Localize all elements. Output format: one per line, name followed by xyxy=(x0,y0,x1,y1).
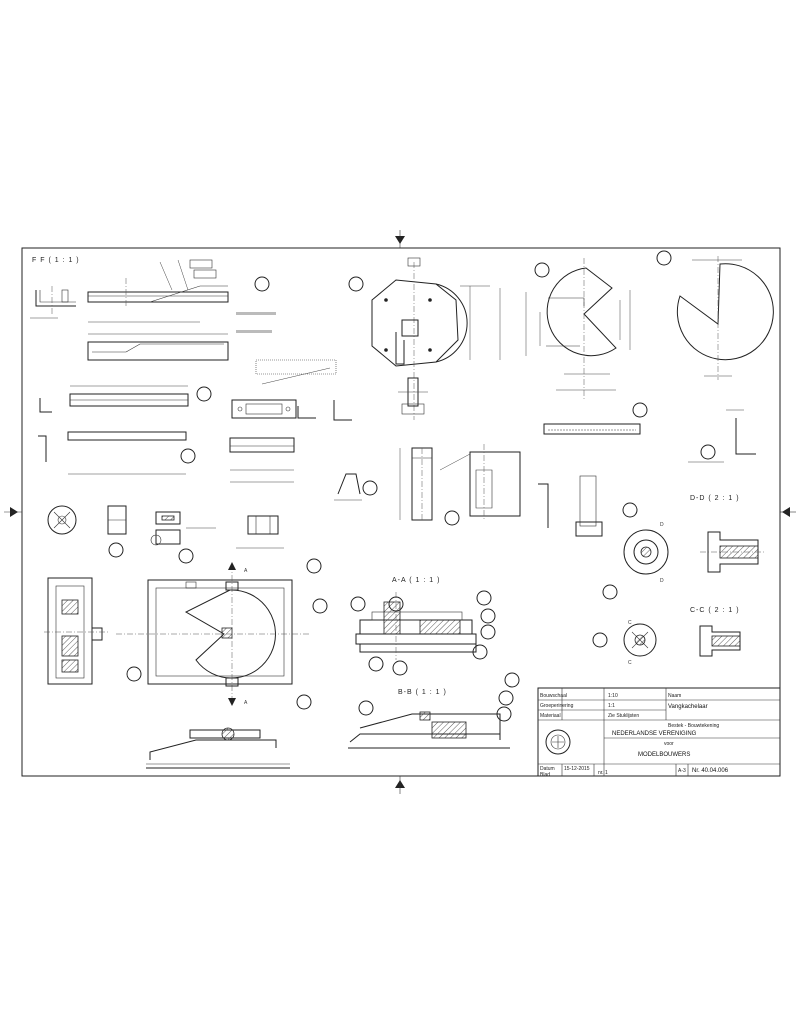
drawing-number: Nr. 40.04.006 xyxy=(692,768,729,774)
svg-text:D: D xyxy=(660,522,664,528)
part-washers xyxy=(47,505,284,564)
tb-datum-label: Datum xyxy=(540,766,555,772)
association-name: NEDERLANDSE VERENIGING xyxy=(612,731,697,737)
view-main-assembly: A A xyxy=(116,558,328,710)
tb-datum-value: 15-12-2015 xyxy=(564,766,590,772)
tb-format: A-3 xyxy=(678,768,686,774)
svg-text:A: A xyxy=(244,700,248,706)
section-aa: A-A ( 1 : 1 ) xyxy=(350,577,496,676)
part-bent-clips xyxy=(334,444,638,537)
tb-r2-value: 1:1 xyxy=(608,703,615,709)
part-disc-top xyxy=(348,257,490,420)
part-bracket xyxy=(229,359,352,483)
tb-r3-label: Materiaal xyxy=(540,713,561,719)
svg-text:A: A xyxy=(244,568,248,574)
section-dd: D-D ( 2 : 1 ) D D xyxy=(602,495,766,600)
section-ff-label: F F ( 1 : 1 ) xyxy=(32,257,80,264)
association-voor: voor xyxy=(664,741,674,747)
tb-blad-value: nr. 1 xyxy=(598,770,608,776)
svg-text:C: C xyxy=(628,620,632,626)
section-cc: C-C ( 2 : 1 ) C C xyxy=(592,607,741,666)
tb-naam-label: Naam xyxy=(668,693,681,699)
svg-text:D: D xyxy=(660,578,664,584)
svg-text:C: C xyxy=(628,660,632,666)
association-logo xyxy=(545,729,571,755)
sheet-border xyxy=(4,230,796,794)
tb-r2-label: Groeperinering xyxy=(540,703,574,709)
drawing-title: Vangkachelaar xyxy=(668,704,708,710)
drawing-subtitle: Bestek - Bouwtekening xyxy=(668,723,719,729)
section-bb-label: B-B ( 1 : 1 ) xyxy=(398,689,447,696)
view-bottom-assembly xyxy=(146,727,290,769)
section-ff: F F ( 1 : 1 ) xyxy=(30,257,276,361)
view-side xyxy=(44,577,108,685)
part-l-bracket xyxy=(688,409,756,463)
section-bb: B-B ( 1 : 1 ) xyxy=(348,672,520,749)
section-cc-label: C-C ( 2 : 1 ) xyxy=(690,607,740,614)
tb-blad-label: Blad xyxy=(540,772,550,778)
part-rail xyxy=(38,385,212,475)
section-aa-label: A-A ( 1 : 1 ) xyxy=(392,577,440,584)
tb-r3-value: Zie Stuklijsten xyxy=(608,713,639,719)
part-disc-cut xyxy=(499,250,774,435)
title-block: Bouwschaal 1:10 Groeperinering 1:1 Mater… xyxy=(537,687,781,778)
tb-r1-value: 1:10 xyxy=(608,693,618,699)
section-dd-label: D-D ( 2 : 1 ) xyxy=(690,495,740,502)
tb-r1-label: Bouwschaal xyxy=(540,693,567,699)
association-name-2: MODELBOUWERS xyxy=(638,752,690,758)
